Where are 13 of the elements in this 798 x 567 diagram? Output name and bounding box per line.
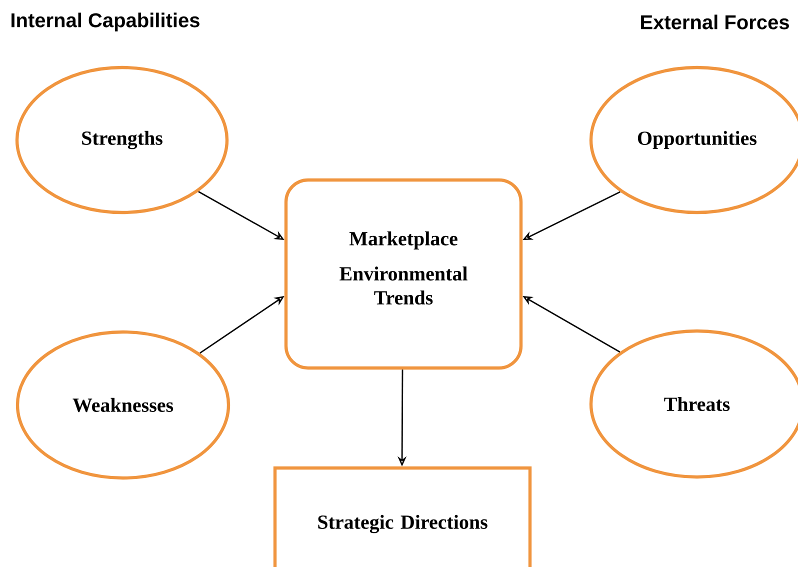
ellipse-node [15, 66, 229, 214]
rounded-box [284, 178, 523, 370]
heading-label: Internal Capabilities [12, 12, 200, 32]
node-label: Marketplace [349, 231, 458, 250]
node-label: Strategic Directions [318, 514, 488, 534]
node-label: Opportunities [638, 130, 757, 150]
process-box [273, 466, 532, 567]
node-label: Weaknesses [72, 398, 174, 412]
node-label: Environmental Trends [340, 266, 468, 305]
node-label: Strengths [82, 130, 162, 150]
node-label: Threats [664, 396, 730, 412]
ellipse-node [16, 330, 230, 480]
heading-label: External Forces [641, 14, 789, 30]
